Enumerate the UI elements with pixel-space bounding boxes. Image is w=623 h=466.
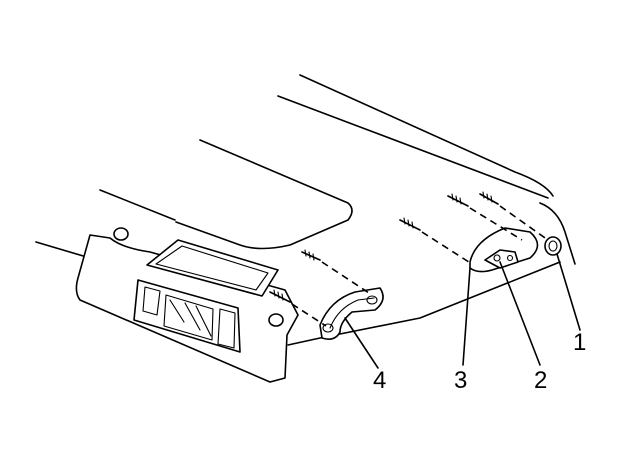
callout-1: 1: [573, 329, 586, 356]
screw-lower-left: [269, 289, 327, 327]
callout-2: 2: [534, 367, 547, 394]
screw-upper-left: [301, 249, 373, 296]
bracket-4: [269, 249, 384, 340]
visor-clip: [268, 313, 284, 327]
leader-lines: [344, 253, 581, 369]
clip-2: [484, 249, 519, 269]
sun-visor: [75, 227, 299, 383]
retainer-1: [544, 236, 562, 256]
visor-pivot: [113, 227, 129, 241]
callout-4: 4: [373, 367, 386, 394]
roof-outline: [35, 74, 576, 346]
screw-right-upper: [479, 191, 549, 241]
vanity-mirror: [133, 279, 241, 353]
screw-right-lower: [399, 217, 473, 265]
bracket-assembly-right: [399, 191, 562, 273]
screw-right-middle: [447, 193, 523, 241]
callout-3: 3: [454, 367, 467, 394]
vanity-mirror-cover: [146, 239, 279, 297]
